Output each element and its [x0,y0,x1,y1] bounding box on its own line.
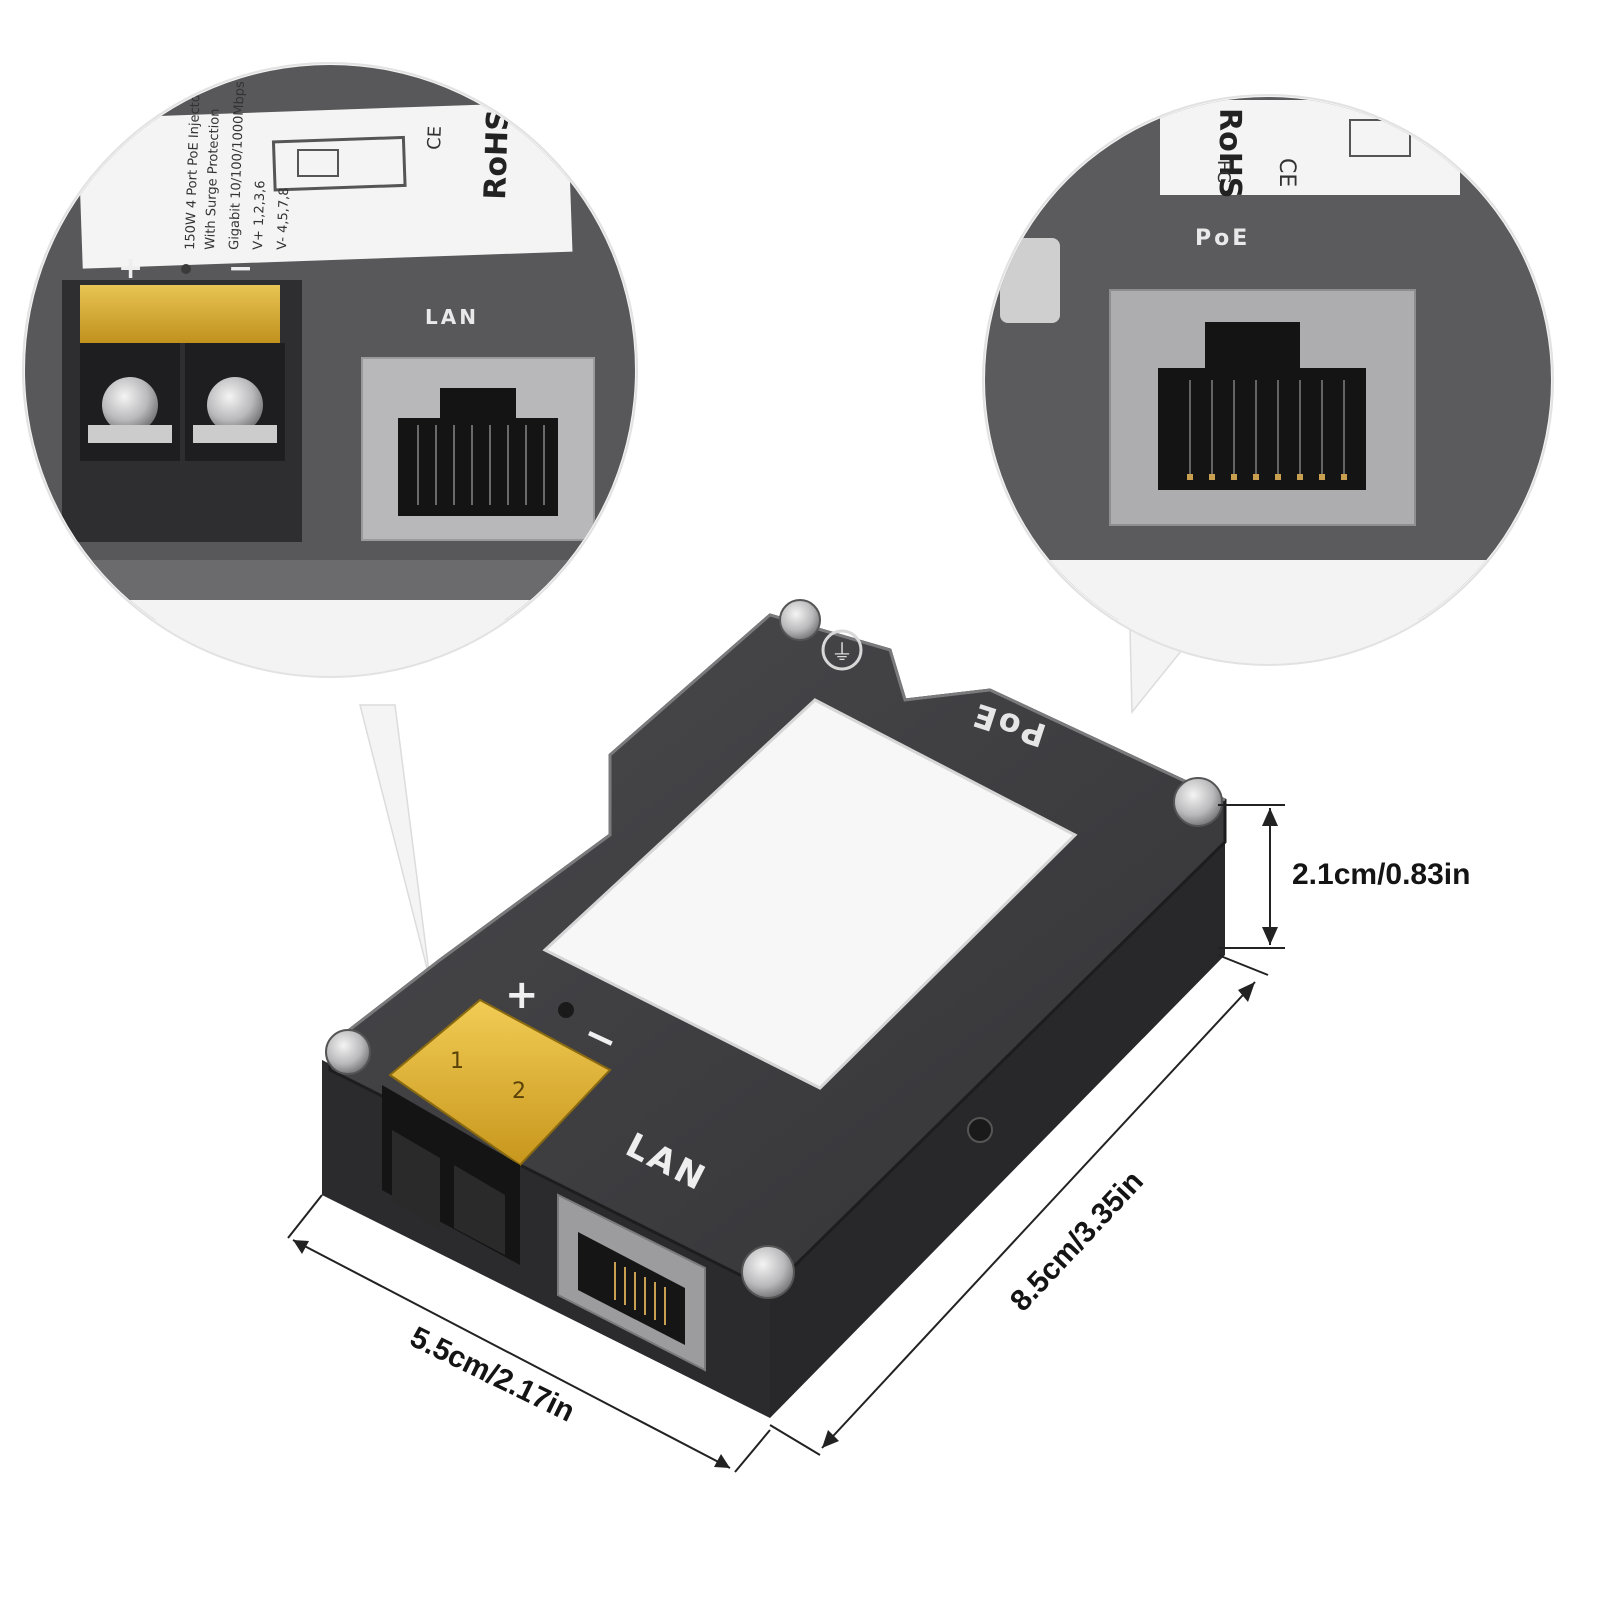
label-text-lines: 150W 4 Port PoE Injector With Surge Prot… [183,81,292,250]
power-terminal-block-zoom: + − [62,251,302,542]
height-dimension-label: 2.1cm/0.83in [1292,858,1470,891]
minus-sign-zoom: − [228,251,253,286]
terminal-cover-yellow [388,998,612,1167]
zoom-circle-lan-side: 150W 4 Port PoE Injector With Surge Prot… [22,62,638,678]
lan-port-zoom [361,357,595,541]
label-line-3: Gigabit 10/100/1000Mbps [227,81,248,250]
lan-port-device [557,1193,706,1372]
plus-sign-device: + [505,972,539,1018]
terminal-screw-1 [102,377,158,433]
product-label-sticker: 150W 4 Port PoE Injector With Surge Prot… [77,81,573,269]
poe-label-zoom: PoE [1195,226,1250,251]
ground-symbol-icon: ⏚ [821,629,863,671]
ce-mark: CE [424,126,446,151]
width-dimension-label: 5.5cm/2.17in [405,1321,580,1429]
svg-text:⏚: ⏚ [831,641,853,666]
lan-label-zoom: LAN [425,305,479,329]
poe-port-zoom [1109,289,1416,526]
dimension-length [769,954,1269,1456]
terminal-cover [80,285,280,343]
device-right-side-face [770,840,1225,1418]
poe-injector-device: ⏚ PoE 1 2 + − LAN [322,599,1227,1418]
blank-label-panel [542,698,1078,1090]
label-line-5: V- 4,5,7,8 [275,187,292,250]
terminal-number-1: 1 [450,1049,464,1074]
mounting-hole [967,1117,993,1143]
rohs-sticker-zoom: RoHS FC CE [1160,100,1460,198]
length-dimension-label: 8.5cm/3.35in [1004,1165,1150,1318]
mounting-screw-edge [1000,238,1060,323]
label-line-1: 150W 4 Port PoE Injector [183,88,204,250]
ce-mark-right: CE [1274,158,1299,187]
screw-front [741,1245,795,1299]
dimension-height [1218,804,1285,949]
screw-right [1173,777,1223,827]
rohs-mark-right: RoHS [1212,108,1247,198]
screw-top [779,599,821,641]
terminal-screw-2 [207,377,263,433]
fc-mark: FC [1213,160,1234,183]
callout-pointer-left [359,704,431,981]
terminal-number-2: 2 [512,1079,526,1104]
screw-left [325,1029,371,1075]
plus-sign-zoom: + [118,251,143,286]
rohs-mark: RoHS [478,109,516,201]
zoom-circle-poe-side: RoHS FC CE PoE [982,94,1554,666]
label-line-2: With Surge Protection [203,108,223,250]
dimension-width [287,1194,771,1473]
label-line-4: V+ 1,2,3,6 [251,180,268,250]
